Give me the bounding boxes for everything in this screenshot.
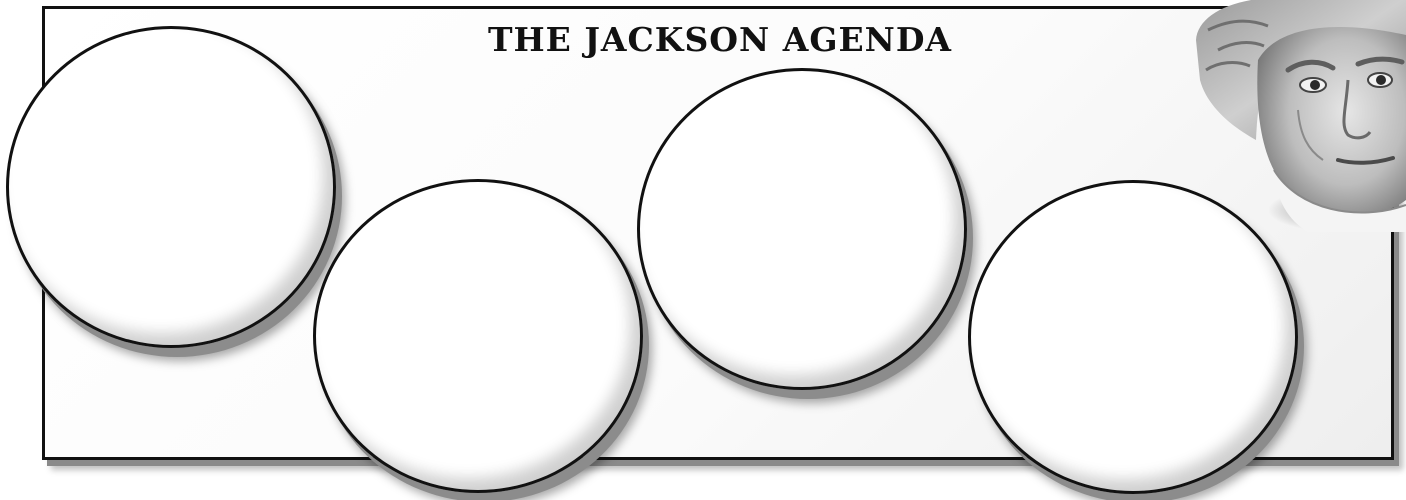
agenda-circle-2[interactable] (313, 179, 643, 493)
agenda-circle-3[interactable] (637, 68, 967, 390)
portrait-icon (1188, 0, 1406, 232)
agenda-circle-1[interactable] (6, 26, 336, 348)
page-title: THE JACKSON AGENDA (390, 20, 1050, 59)
